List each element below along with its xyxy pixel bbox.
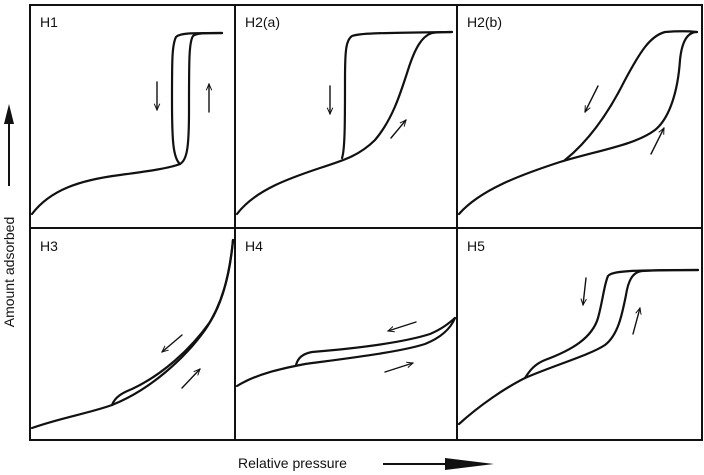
desorption-branch-h2a — [340, 30, 454, 160]
desorption-branch-h3 — [110, 238, 235, 407]
y-axis-label: Amount adsorbed — [1, 217, 17, 328]
panel-label-h5: H5 — [467, 238, 485, 254]
y-axis-arrow-head — [4, 104, 14, 124]
x-axis-label: Relative pressure — [238, 455, 347, 471]
isotherm-h2b — [457, 30, 699, 216]
isotherm-h4 — [235, 316, 457, 388]
adsorption-branch-h1 — [30, 31, 224, 216]
panel-frame-h4 — [234, 227, 458, 441]
isotherm-h3 — [30, 238, 235, 430]
arrow-adsorption-h3 — [181, 369, 200, 389]
x-axis-annotation: Relative pressure — [238, 455, 494, 471]
adsorption-branch-h2b — [457, 30, 699, 216]
arrow-adsorption-h5 — [632, 308, 640, 335]
panel-frame-h1 — [29, 4, 236, 229]
arrow-adsorption-h2a — [390, 120, 406, 139]
panel-label-h1: H1 — [40, 14, 58, 30]
x-axis-arrow-head — [445, 458, 494, 470]
adsorption-branch-h4 — [235, 316, 457, 388]
isotherm-h1 — [30, 31, 224, 216]
adsorption-branch-h5 — [457, 268, 700, 426]
desorption-branch-h4 — [294, 316, 457, 367]
arrow-desorption-h3 — [162, 334, 183, 352]
arrow-adsorption-h2b — [650, 128, 665, 155]
y-axis-annotation: Amount adsorbed — [1, 104, 17, 327]
desorption-branch-h1 — [170, 31, 224, 166]
panel-label-h3: H3 — [40, 238, 58, 254]
panel-label-h2b: H2(b) — [467, 14, 502, 30]
panel-label-h2a: H2(a) — [245, 14, 280, 30]
panel-frame-h3 — [29, 227, 236, 441]
isotherm-h5 — [457, 268, 700, 426]
desorption-branch-h2b — [563, 30, 699, 162]
arrow-adsorption-h4 — [384, 363, 413, 373]
adsorption-branch-h3 — [30, 238, 235, 430]
isotherm-h2a — [235, 30, 454, 216]
panel-frames — [29, 4, 703, 441]
arrow-desorption-h4 — [388, 321, 417, 331]
panel-label-h4: H4 — [245, 238, 263, 254]
panel-frame-h5 — [456, 227, 703, 441]
desorption-branch-h5 — [523, 268, 700, 380]
arrow-desorption-h5 — [583, 277, 586, 305]
arrow-desorption-h2b — [584, 85, 599, 112]
